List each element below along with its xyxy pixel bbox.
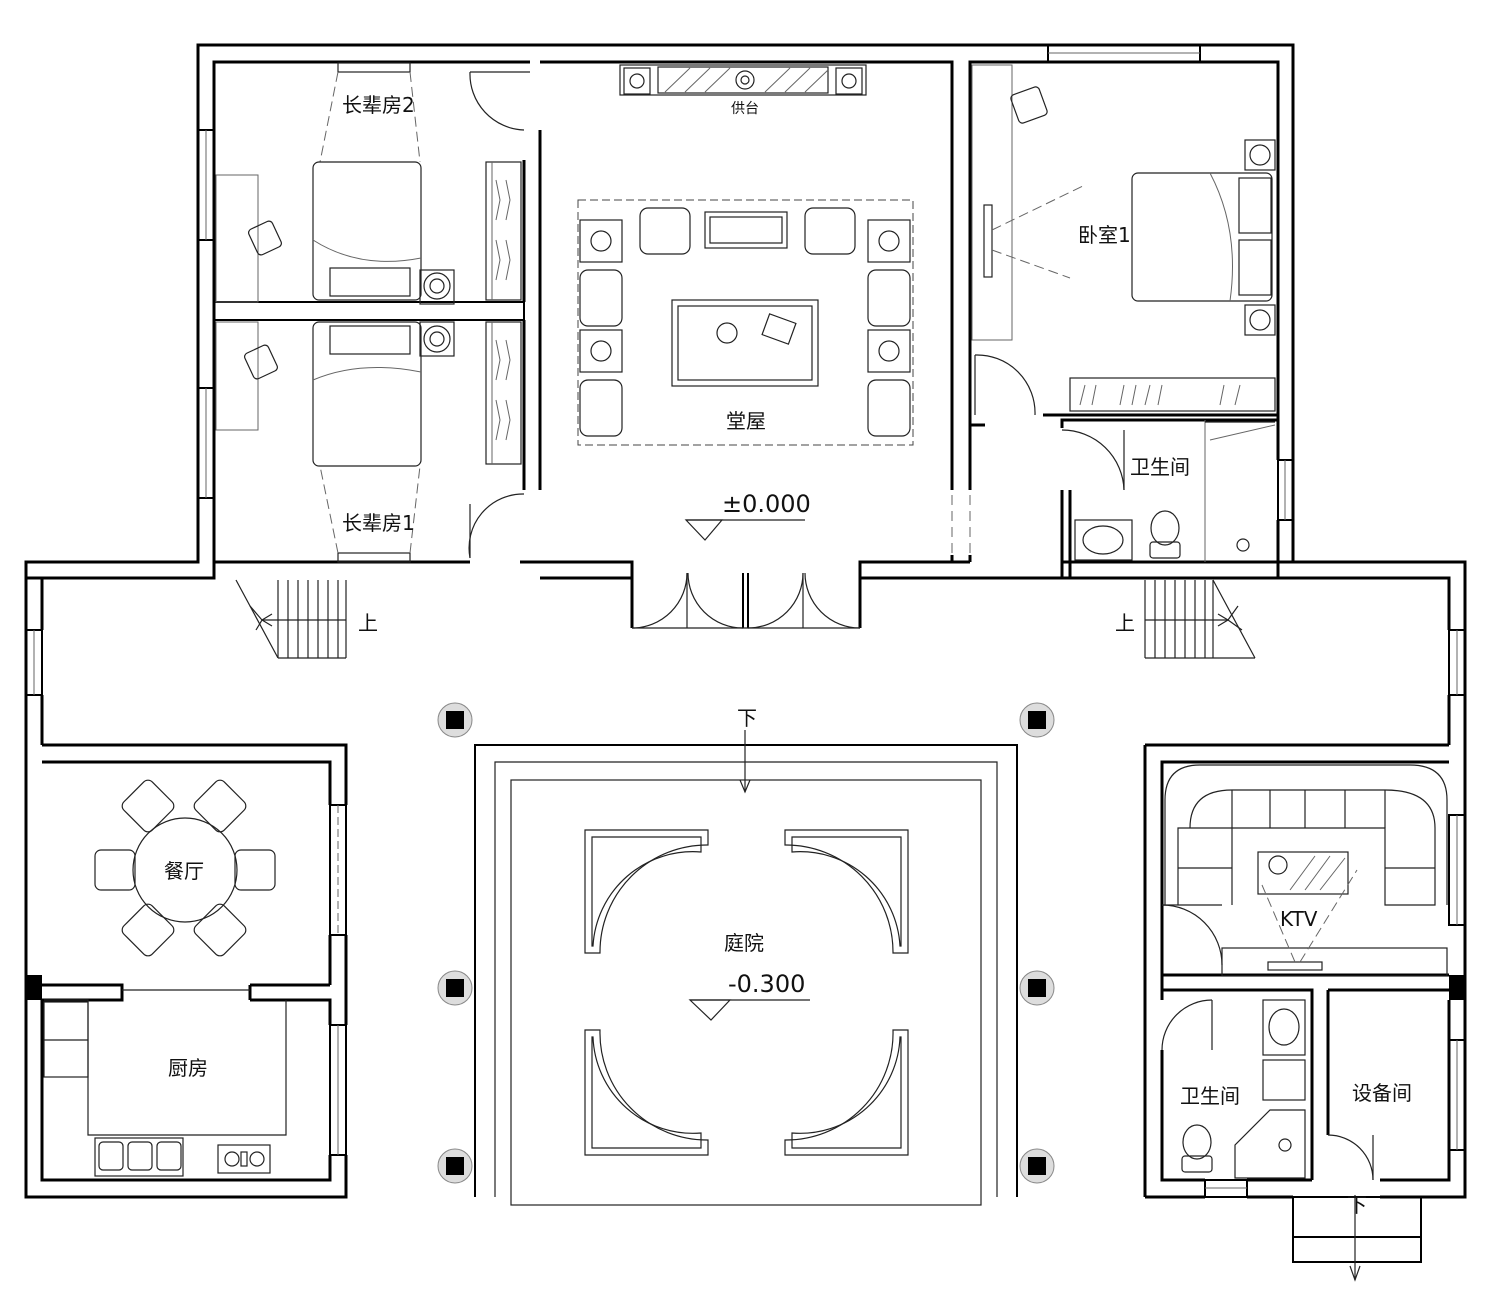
ktv-table [1257,851,1349,895]
bed [1131,172,1273,302]
wardrobe [485,321,522,465]
armchair-icon [579,379,623,437]
armchair-icon [804,207,856,255]
ktv-screen [1267,961,1323,971]
chair-icon [244,344,278,380]
bedroom-1-furniture [971,64,1276,412]
label-bedroom-1: 卧室1 [1078,223,1131,247]
chair-icon [1010,86,1048,124]
sink [1262,999,1306,1056]
label-courtyard: 庭院 [724,931,764,955]
sink [1074,519,1133,561]
level-courtyard-text: -0.300 [728,970,805,998]
courtyard-area [474,730,1018,1206]
label-bathroom-2: 卫生间 [1180,1084,1240,1108]
stove [217,1144,271,1174]
label-elder-room-1: 长辈房1 [342,511,415,535]
toilet-icon [1181,1124,1213,1173]
armchair-icon [639,207,691,255]
stair-up-right: 上 [1115,611,1135,635]
level-marker-hall [684,519,805,541]
label-main-hall: 堂屋 [726,409,766,433]
label-dining-room: 餐厅 [164,859,204,883]
wardrobe [485,161,522,301]
level-marker-courtyard [688,999,810,1021]
level-hall-text: ±0.000 [722,490,811,518]
columns [26,702,1465,1184]
altar-table [619,64,867,96]
dining-table [132,817,238,923]
chair-icon [248,220,282,256]
lamp-icon [423,272,451,300]
armchair-icon [867,379,911,437]
bathroom-2-fixtures [1181,999,1361,1282]
ktv-furniture [1164,764,1448,977]
shower [1234,1109,1306,1179]
stairs [235,579,1256,659]
bed [312,321,422,467]
lamp-icon [1249,144,1271,166]
tv [983,204,993,278]
coffee-table [671,299,819,387]
doors [468,71,1374,1181]
stair-right [1144,579,1256,659]
lamp-icon [423,325,451,353]
interior-walls-top [26,130,1293,628]
label-altar: 供台 [731,101,759,117]
label-elder-room-2: 长辈房2 [342,93,415,117]
stair-up-left: 上 [358,611,378,635]
kitchen-furniture [43,999,287,1177]
courtyard-pattern [584,829,909,1156]
outer-walls [24,43,1467,1199]
stair-down-courtyard: 下 [737,706,757,730]
dining-furniture [94,779,276,957]
elder-room-2-furniture [215,62,522,305]
washer [1262,1059,1306,1101]
label-ktv: KTV [1280,907,1318,931]
floor-drain-icon [1236,538,1250,552]
armchair-icon [867,269,911,327]
elder-room-1-furniture [215,321,522,563]
wardrobe [1069,377,1276,412]
armchair-icon [579,269,623,327]
label-bathroom-1: 卫生间 [1130,455,1190,479]
kitchen-sink [94,1137,184,1177]
bathroom-1-fixtures [1074,421,1276,561]
toilet-icon [1149,510,1181,559]
stair-down-exit: 下 [1347,1193,1367,1217]
lamp-icon [1249,309,1271,331]
bed [312,161,422,301]
label-kitchen: 厨房 [168,1056,208,1080]
stair-left [235,579,347,659]
main-hall-furniture [577,64,914,446]
interior-walls-bottom [42,743,1466,1263]
label-equipment-room: 设备间 [1352,1081,1412,1105]
